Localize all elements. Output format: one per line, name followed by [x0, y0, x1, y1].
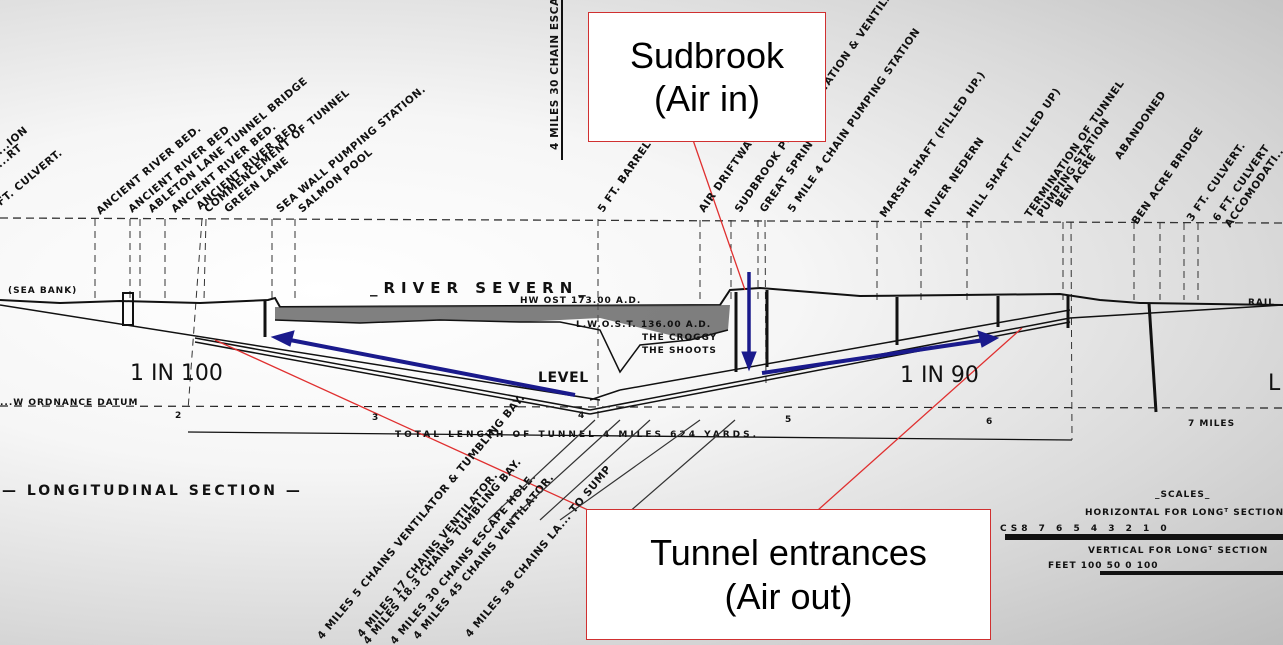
scales-legend: _SCALES_ HORIZONTAL FOR LONGᵀ SECTION CS…	[1000, 490, 1283, 575]
shafts	[263, 290, 1158, 413]
low-water-label: L.W.O.S.T. 136.00 A.D.	[576, 320, 711, 330]
scales-vertical-ticks: FEET 100 50 0 100	[1048, 561, 1158, 571]
top-label: SEA WALL PUMPING STATION.	[274, 83, 428, 215]
rail-label: RAIL	[1248, 298, 1275, 308]
mile-mark-4: 4	[578, 411, 585, 421]
ordnance-datum-line	[0, 405, 1283, 409]
longitudinal-section-title: — LONGITUDINAL SECTION —	[2, 483, 303, 499]
top-label: TERMINATION OF TUNNEL	[1023, 78, 1127, 220]
croggy-label: THE CROGGY	[642, 333, 717, 343]
river-bed	[274, 319, 729, 374]
arrow-left-outflow	[289, 338, 576, 397]
river-severn-water	[275, 305, 730, 340]
sea-bank-label: (SEA BANK)	[8, 286, 77, 296]
shoots-label: THE SHOOTS	[642, 346, 717, 356]
reference-dashed-line	[0, 217, 1283, 224]
mile-mark-2: 2	[175, 411, 182, 421]
vertical-scale-bar	[1100, 571, 1283, 575]
callout-tunnel-subtitle: (Air out)	[724, 575, 853, 617]
mile-mark-5: 5	[785, 415, 792, 425]
arrowhead-left	[270, 330, 295, 347]
total-length-label: TOTAL LENGTH OF TUNNEL 4 MILES 624 YARDS…	[395, 430, 759, 440]
ground-surface	[0, 286, 1283, 309]
high-water-label: HW OST 173.00 A.D.	[520, 296, 641, 306]
scales-vertical-label: VERTICAL FOR LONGᵀ SECTION	[1088, 546, 1268, 556]
level-label: LEVEL	[538, 370, 589, 386]
arrowhead-down	[741, 351, 757, 372]
bottom-label: 4 MILES 30 CHAINS ESCAPE HOLE.	[388, 471, 539, 645]
total-length-line	[187, 431, 1073, 441]
scales-horizontal-label: HORIZONTAL FOR LONGᵀ SECTION	[1085, 508, 1283, 518]
ordnance-datum-label: ...W ORDNANCE DATUM	[0, 398, 138, 408]
mile-mark-6: 6	[986, 417, 993, 427]
callout-sudbrook-air-in: Sudbrook (Air in)	[588, 12, 826, 142]
gradient-left-label: 1 IN 100	[130, 361, 223, 386]
culvert-marker	[122, 292, 134, 326]
river-severn-label: _RIVER SEVERN_	[370, 279, 592, 297]
arrowhead-right	[977, 330, 1000, 348]
gradient-right-label: 1 IN 90	[900, 363, 979, 388]
mile-mark-7: 7 MILES	[1188, 419, 1235, 429]
leader-lines	[214, 139, 1023, 511]
scales-title: _SCALES_	[1155, 490, 1210, 500]
right-edge-letter: L	[1268, 371, 1281, 396]
callout-sudbrook-subtitle: (Air in)	[654, 78, 760, 119]
mile-mark-3: 3	[372, 413, 379, 423]
top-label: PUMPING STATION	[1035, 116, 1113, 220]
vertical-escape-label: 4 MILES 30 CHAIN ESCAPE	[549, 0, 561, 150]
scales-horizontal-ticks: CS8 7 6 5 4 3 2 1 0	[1000, 524, 1171, 534]
bottom-leader-lines	[487, 419, 736, 521]
callout-tunnel-title: Tunnel entrances	[650, 532, 927, 574]
callout-sudbrook-title: Sudbrook	[629, 34, 785, 76]
horizontal-scale-bar	[1005, 534, 1283, 540]
air-flow-arrows	[270, 272, 1000, 397]
arrow-right-outflow	[761, 338, 986, 375]
callout-tunnel-entrances-air-out: Tunnel entrances (Air out)	[586, 509, 991, 640]
top-label: ABANDONED	[1113, 89, 1169, 162]
